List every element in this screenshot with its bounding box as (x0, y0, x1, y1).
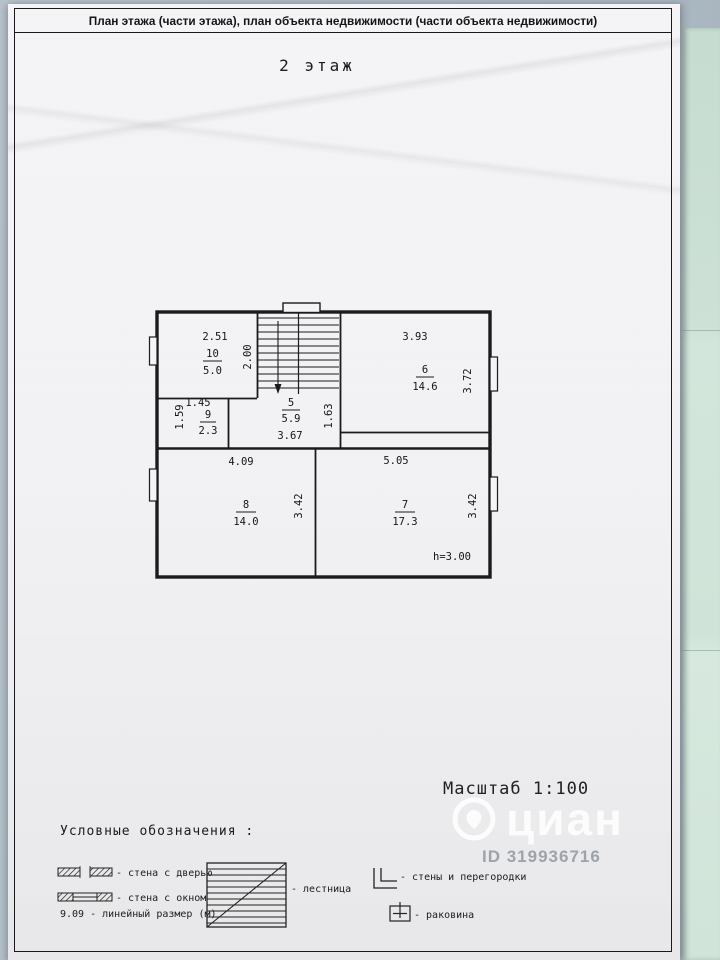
room-7-number: 7 (402, 499, 408, 511)
floor-plan-sheet: План этажа (части этажа), план объекта н… (8, 4, 680, 960)
wall-with-window-icon (57, 892, 113, 902)
staircase-symbol (258, 302, 339, 394)
room-10-number: 10 (206, 348, 219, 360)
adjacent-paper-edge (683, 28, 720, 960)
scale-label: Масштаб 1:100 (443, 779, 590, 799)
room-7-area: 17.3 (392, 516, 417, 528)
window-symbols (148, 336, 499, 512)
room-9-width-dim: 1.45 (185, 397, 210, 409)
room-5-number: 5 (288, 397, 294, 409)
room-6-number: 6 (422, 364, 428, 376)
room-7-width-dim: 5.05 (383, 455, 408, 467)
room-5-area: 5.9 (282, 413, 301, 425)
legend-label-linear-size: 9.09 - линейный размер (м) (60, 909, 217, 920)
floor-plan-drawing: 2.51 2.00 10 5.0 1.45 1.59 9 2.3 5 5.9 3… (148, 302, 499, 579)
room-10-area: 5.0 (203, 365, 222, 377)
document-frame: План этажа (части этажа), план объекта н… (14, 8, 672, 952)
room-8-area: 14.0 (233, 516, 258, 528)
legend-symbols (57, 862, 411, 928)
plan-labels: 2.51 2.00 10 5.0 1.45 1.59 9 2.3 5 5.9 3… (174, 331, 479, 563)
room-8-width-dim: 4.09 (228, 456, 253, 468)
ceiling-height-label: h=3.00 (433, 551, 471, 563)
room-8-number: 8 (243, 499, 249, 511)
walls-partitions-icon (373, 868, 397, 889)
stairs-icon (206, 862, 287, 928)
stairs-direction-arrow (274, 384, 282, 394)
room-9-number: 9 (205, 409, 211, 421)
room-6-width-dim: 3.93 (402, 331, 427, 343)
legend-label-stairs: - лестница (291, 884, 352, 895)
room-5-height-dim: 1.63 (323, 403, 335, 428)
plan-walls (155, 310, 492, 579)
paper-fold-line (683, 650, 720, 651)
cian-logo-icon (452, 797, 496, 841)
room-10-height-dim: 2.00 (242, 344, 254, 369)
paper-fold-line (683, 330, 720, 331)
cian-brand-text: циан (506, 793, 624, 845)
document-header: План этажа (части этажа), план объекта н… (15, 9, 671, 33)
room-9-area: 2.3 (199, 425, 218, 437)
cian-watermark: циан (452, 796, 624, 842)
room-6-height-dim: 3.72 (462, 368, 474, 393)
room-5-width-dim: 3.67 (277, 430, 302, 442)
room-number-fraction-lines (200, 360, 434, 513)
legend-label-sink: - раковина (414, 910, 475, 921)
legend-title: Условные обозначения : (60, 824, 255, 839)
document-title: План этажа (части этажа), план объекта н… (88, 13, 598, 28)
watermark-id: ID 319936716 (482, 847, 601, 866)
sink-icon (389, 902, 411, 922)
room-9-height-dim: 1.59 (174, 404, 186, 429)
room-8-height-dim: 3.42 (293, 493, 305, 518)
wall-with-door-icon (57, 866, 113, 878)
room-10-width-dim: 2.51 (202, 331, 227, 343)
room-7-height-dim: 3.42 (467, 493, 479, 518)
floor-title: 2 этаж (279, 56, 355, 75)
legend-label-wall-door: - стена с дверью (116, 868, 213, 879)
legend-label-wall-window: - стена с окном (116, 893, 207, 904)
room-6-area: 14.6 (412, 381, 437, 393)
legend-label-partitions: - стены и перегородки (400, 872, 527, 883)
